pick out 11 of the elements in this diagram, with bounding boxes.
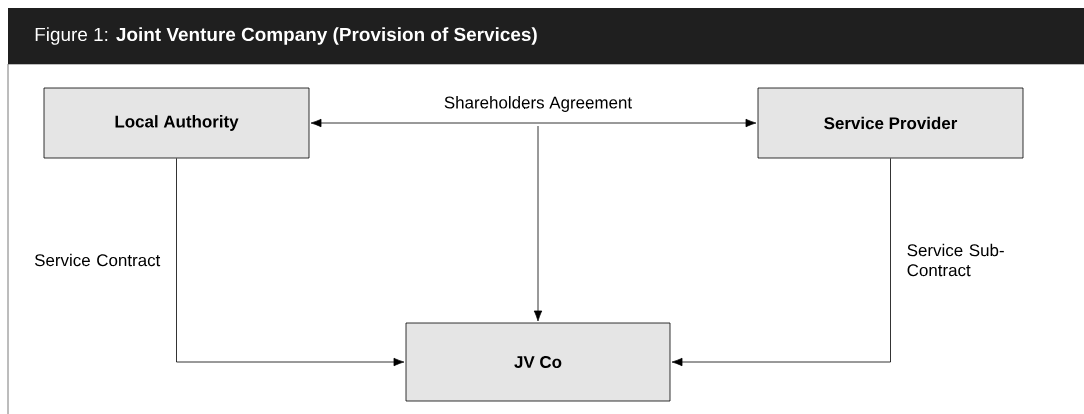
edge-label: Service Sub-Contract <box>907 243 1004 277</box>
arrow <box>176 158 405 367</box>
entity-box: Local Authority <box>43 87 310 159</box>
edge-label: Service Contract <box>34 253 161 267</box>
arrow <box>533 125 543 322</box>
entity-box: Service Provider <box>757 87 1024 159</box>
arrow <box>671 158 891 367</box>
edge-label: Shareholders Agreement <box>442 95 634 113</box>
title-bar: Figure 1: Joint Venture Company (Provision of Services) <box>8 8 1084 64</box>
arrow <box>310 118 757 128</box>
entity-box: JV Co <box>405 322 671 402</box>
